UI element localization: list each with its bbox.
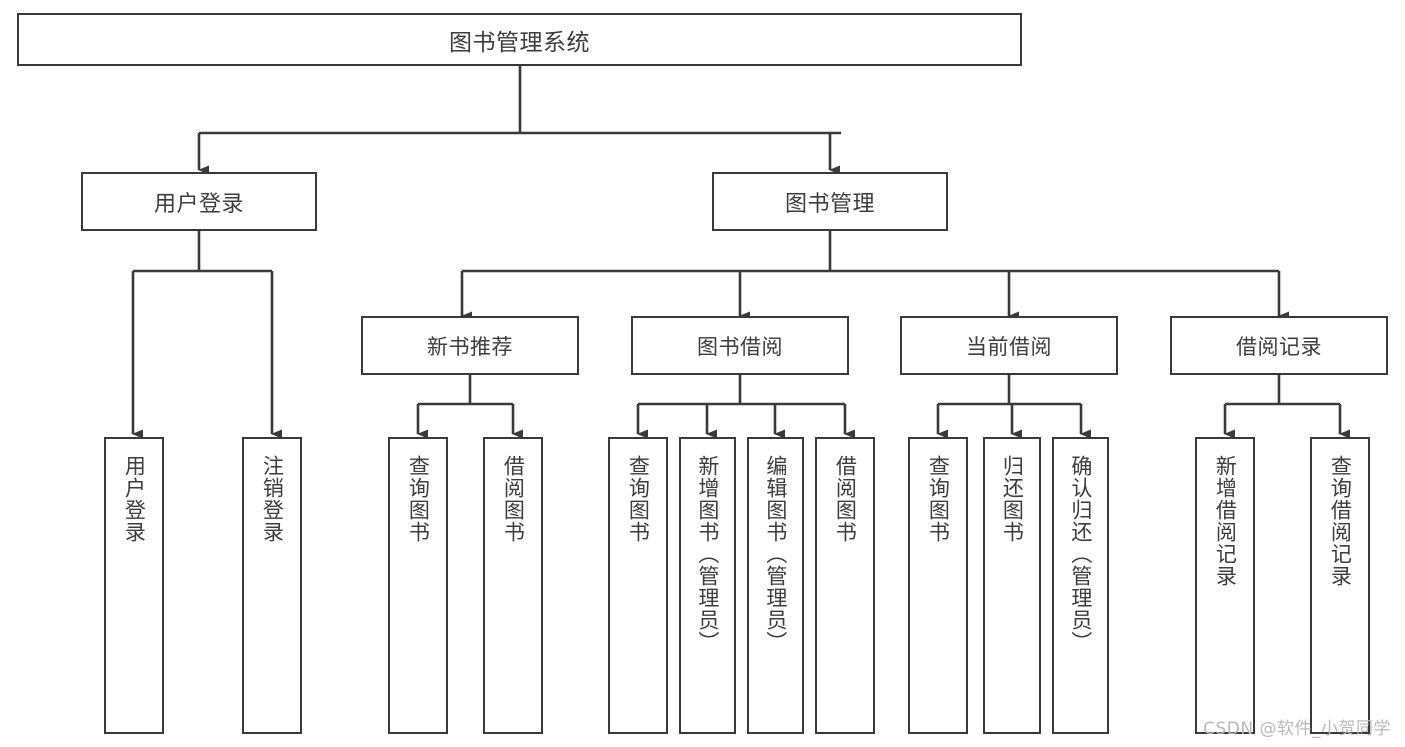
node-leaf-query-book-current[interactable]: 查询图书 xyxy=(908,437,968,734)
node-leaf-logout-label: 注销登录 xyxy=(260,455,285,543)
node-root-system[interactable]: 图书管理系统 xyxy=(17,13,1022,66)
node-book-borrow[interactable]: 图书借阅 xyxy=(631,316,849,375)
node-leaf-query-book-recommend[interactable]: 查询图书 xyxy=(388,437,448,734)
node-current-borrow[interactable]: 当前借阅 xyxy=(900,316,1118,375)
node-leaf-query-borrow-record-label: 查询借阅记录 xyxy=(1328,455,1353,587)
node-leaf-edit-book-admin-label: 编辑图书（管理员） xyxy=(763,455,788,653)
node-user-login-label: 用户登录 xyxy=(153,191,244,217)
node-leaf-return-book[interactable]: 归还图书 xyxy=(983,437,1041,734)
node-user-login[interactable]: 用户登录 xyxy=(81,172,317,231)
node-borrow-record-label: 借阅记录 xyxy=(1236,334,1322,359)
node-leaf-borrow-book-recommend[interactable]: 借阅图书 xyxy=(483,437,543,734)
node-leaf-add-borrow-record[interactable]: 新增借阅记录 xyxy=(1195,437,1255,734)
node-new-book-recommend-label: 新书推荐 xyxy=(427,334,513,359)
node-leaf-return-book-label: 归还图书 xyxy=(1000,455,1025,543)
node-new-book-recommend[interactable]: 新书推荐 xyxy=(361,316,579,375)
node-leaf-borrow-book-recommend-label: 借阅图书 xyxy=(501,455,526,543)
node-borrow-record[interactable]: 借阅记录 xyxy=(1170,316,1388,375)
node-leaf-borrow-book-label: 借阅图书 xyxy=(833,455,858,543)
node-leaf-query-book-current-label: 查询图书 xyxy=(926,455,951,543)
node-leaf-query-book-borrow-label: 查询图书 xyxy=(626,455,651,543)
node-leaf-query-borrow-record[interactable]: 查询借阅记录 xyxy=(1310,437,1370,734)
node-current-borrow-label: 当前借阅 xyxy=(966,334,1052,359)
node-leaf-edit-book-admin[interactable]: 编辑图书（管理员） xyxy=(747,437,804,734)
node-book-management-label: 图书管理 xyxy=(784,191,875,217)
node-leaf-confirm-return-admin-label: 确认归还（管理员） xyxy=(1068,455,1093,653)
node-leaf-logout[interactable]: 注销登录 xyxy=(242,437,302,734)
node-leaf-user-login[interactable]: 用户登录 xyxy=(104,437,164,734)
node-book-borrow-label: 图书借阅 xyxy=(697,334,783,359)
node-leaf-query-book-recommend-label: 查询图书 xyxy=(406,455,431,543)
node-leaf-add-book-admin[interactable]: 新增图书（管理员） xyxy=(679,437,736,734)
node-book-management[interactable]: 图书管理 xyxy=(712,172,948,231)
node-leaf-add-book-admin-label: 新增图书（管理员） xyxy=(695,455,720,653)
csdn-watermark: CSDN @软件_小贺同学 xyxy=(1203,719,1391,739)
node-leaf-add-borrow-record-label: 新增借阅记录 xyxy=(1213,455,1238,587)
node-leaf-borrow-book[interactable]: 借阅图书 xyxy=(815,437,875,734)
node-leaf-user-login-label: 用户登录 xyxy=(122,455,147,543)
node-leaf-query-book-borrow[interactable]: 查询图书 xyxy=(608,437,668,734)
node-leaf-confirm-return-admin[interactable]: 确认归还（管理员） xyxy=(1052,437,1109,734)
node-root-system-label: 图书管理系统 xyxy=(449,29,590,56)
